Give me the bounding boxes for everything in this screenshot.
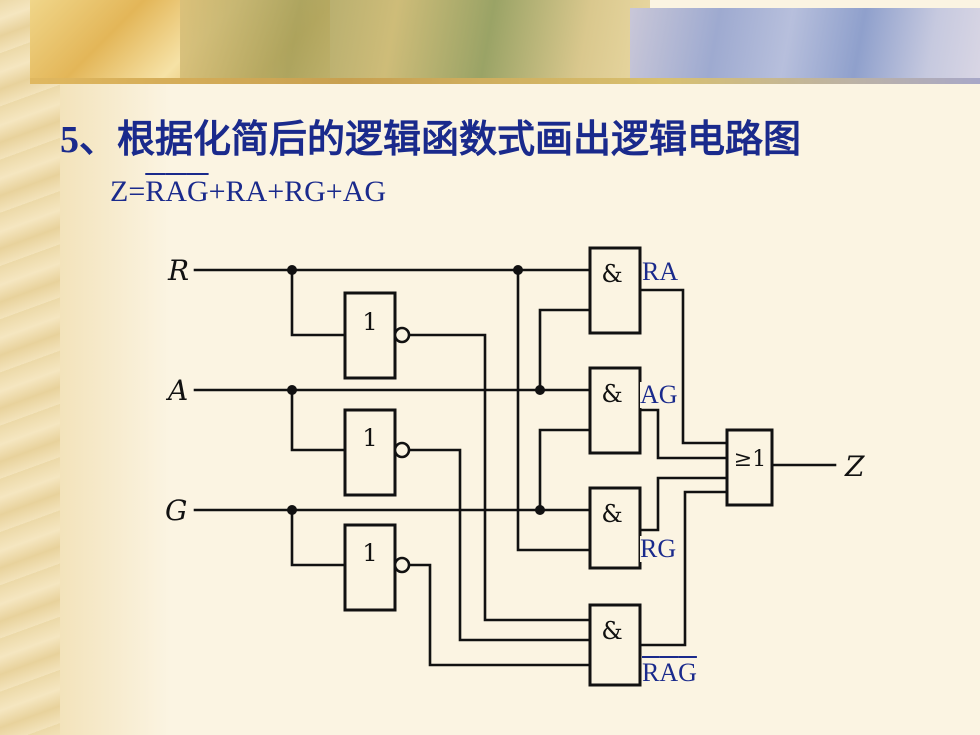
or-symbol: ≥1 (734, 447, 766, 472)
formula-prefix: Z= (110, 175, 146, 208)
or-gate: ≥1 (725, 428, 774, 507)
gate-label-ag: AG (640, 380, 678, 409)
gate-label-a-bar: A (659, 658, 679, 687)
gate-label-rg: RG (640, 534, 677, 563)
inverter-symbol: 1 (362, 539, 377, 567)
output-label-z: Z (844, 450, 865, 483)
input-label-g: G (165, 494, 187, 527)
gate-label-rag-bar: RAG (642, 660, 697, 686)
gate-label-g-bar: G (678, 658, 697, 687)
junction-dot (513, 265, 523, 275)
formula-suffix: +RA+RG+AG (208, 175, 387, 208)
formula-term-g-bar: G (186, 175, 209, 208)
and-gate-rag-bar: & (588, 603, 642, 687)
inverter-symbol: 1 (362, 424, 377, 452)
and-symbol: & (601, 380, 622, 408)
formula-term-a-bar: A (165, 175, 187, 208)
banner-strip (30, 78, 980, 84)
formula: Z=RAG+RA+RG+AG (110, 175, 386, 209)
inverter-symbol: 1 (362, 308, 377, 336)
gate-label-ra: RA (642, 257, 679, 286)
gate-label-r-bar: R (642, 658, 660, 687)
inverter-gate-r: 1 (343, 291, 411, 380)
banner-leaf-image (180, 0, 650, 82)
junction-dot (535, 385, 545, 395)
junction-dot (287, 265, 297, 275)
junction-dot (287, 385, 297, 395)
input-label-r: R (167, 254, 189, 287)
and-gate-ag: & (588, 366, 642, 455)
and-symbol: & (601, 500, 622, 528)
and-symbol: & (601, 617, 622, 645)
junction-dot (535, 505, 545, 515)
formula-term-r-bar: R (145, 175, 166, 208)
inverter-gate-g: 1 (343, 523, 411, 612)
parchment-fade (60, 0, 170, 735)
and-gate-rg: & (588, 486, 642, 570)
junction-dot (287, 505, 297, 515)
and-symbol: & (601, 260, 622, 288)
input-label-a: A (165, 374, 188, 407)
parchment-border (0, 0, 60, 735)
and-gate-ra: & (588, 246, 642, 335)
slide-title: 5、根据化简后的逻辑函数式画出逻辑电路图 (60, 119, 802, 161)
banner-blue-flower-image (630, 8, 980, 82)
inverter-gate-a: 1 (343, 408, 411, 497)
header-banner (0, 0, 980, 90)
